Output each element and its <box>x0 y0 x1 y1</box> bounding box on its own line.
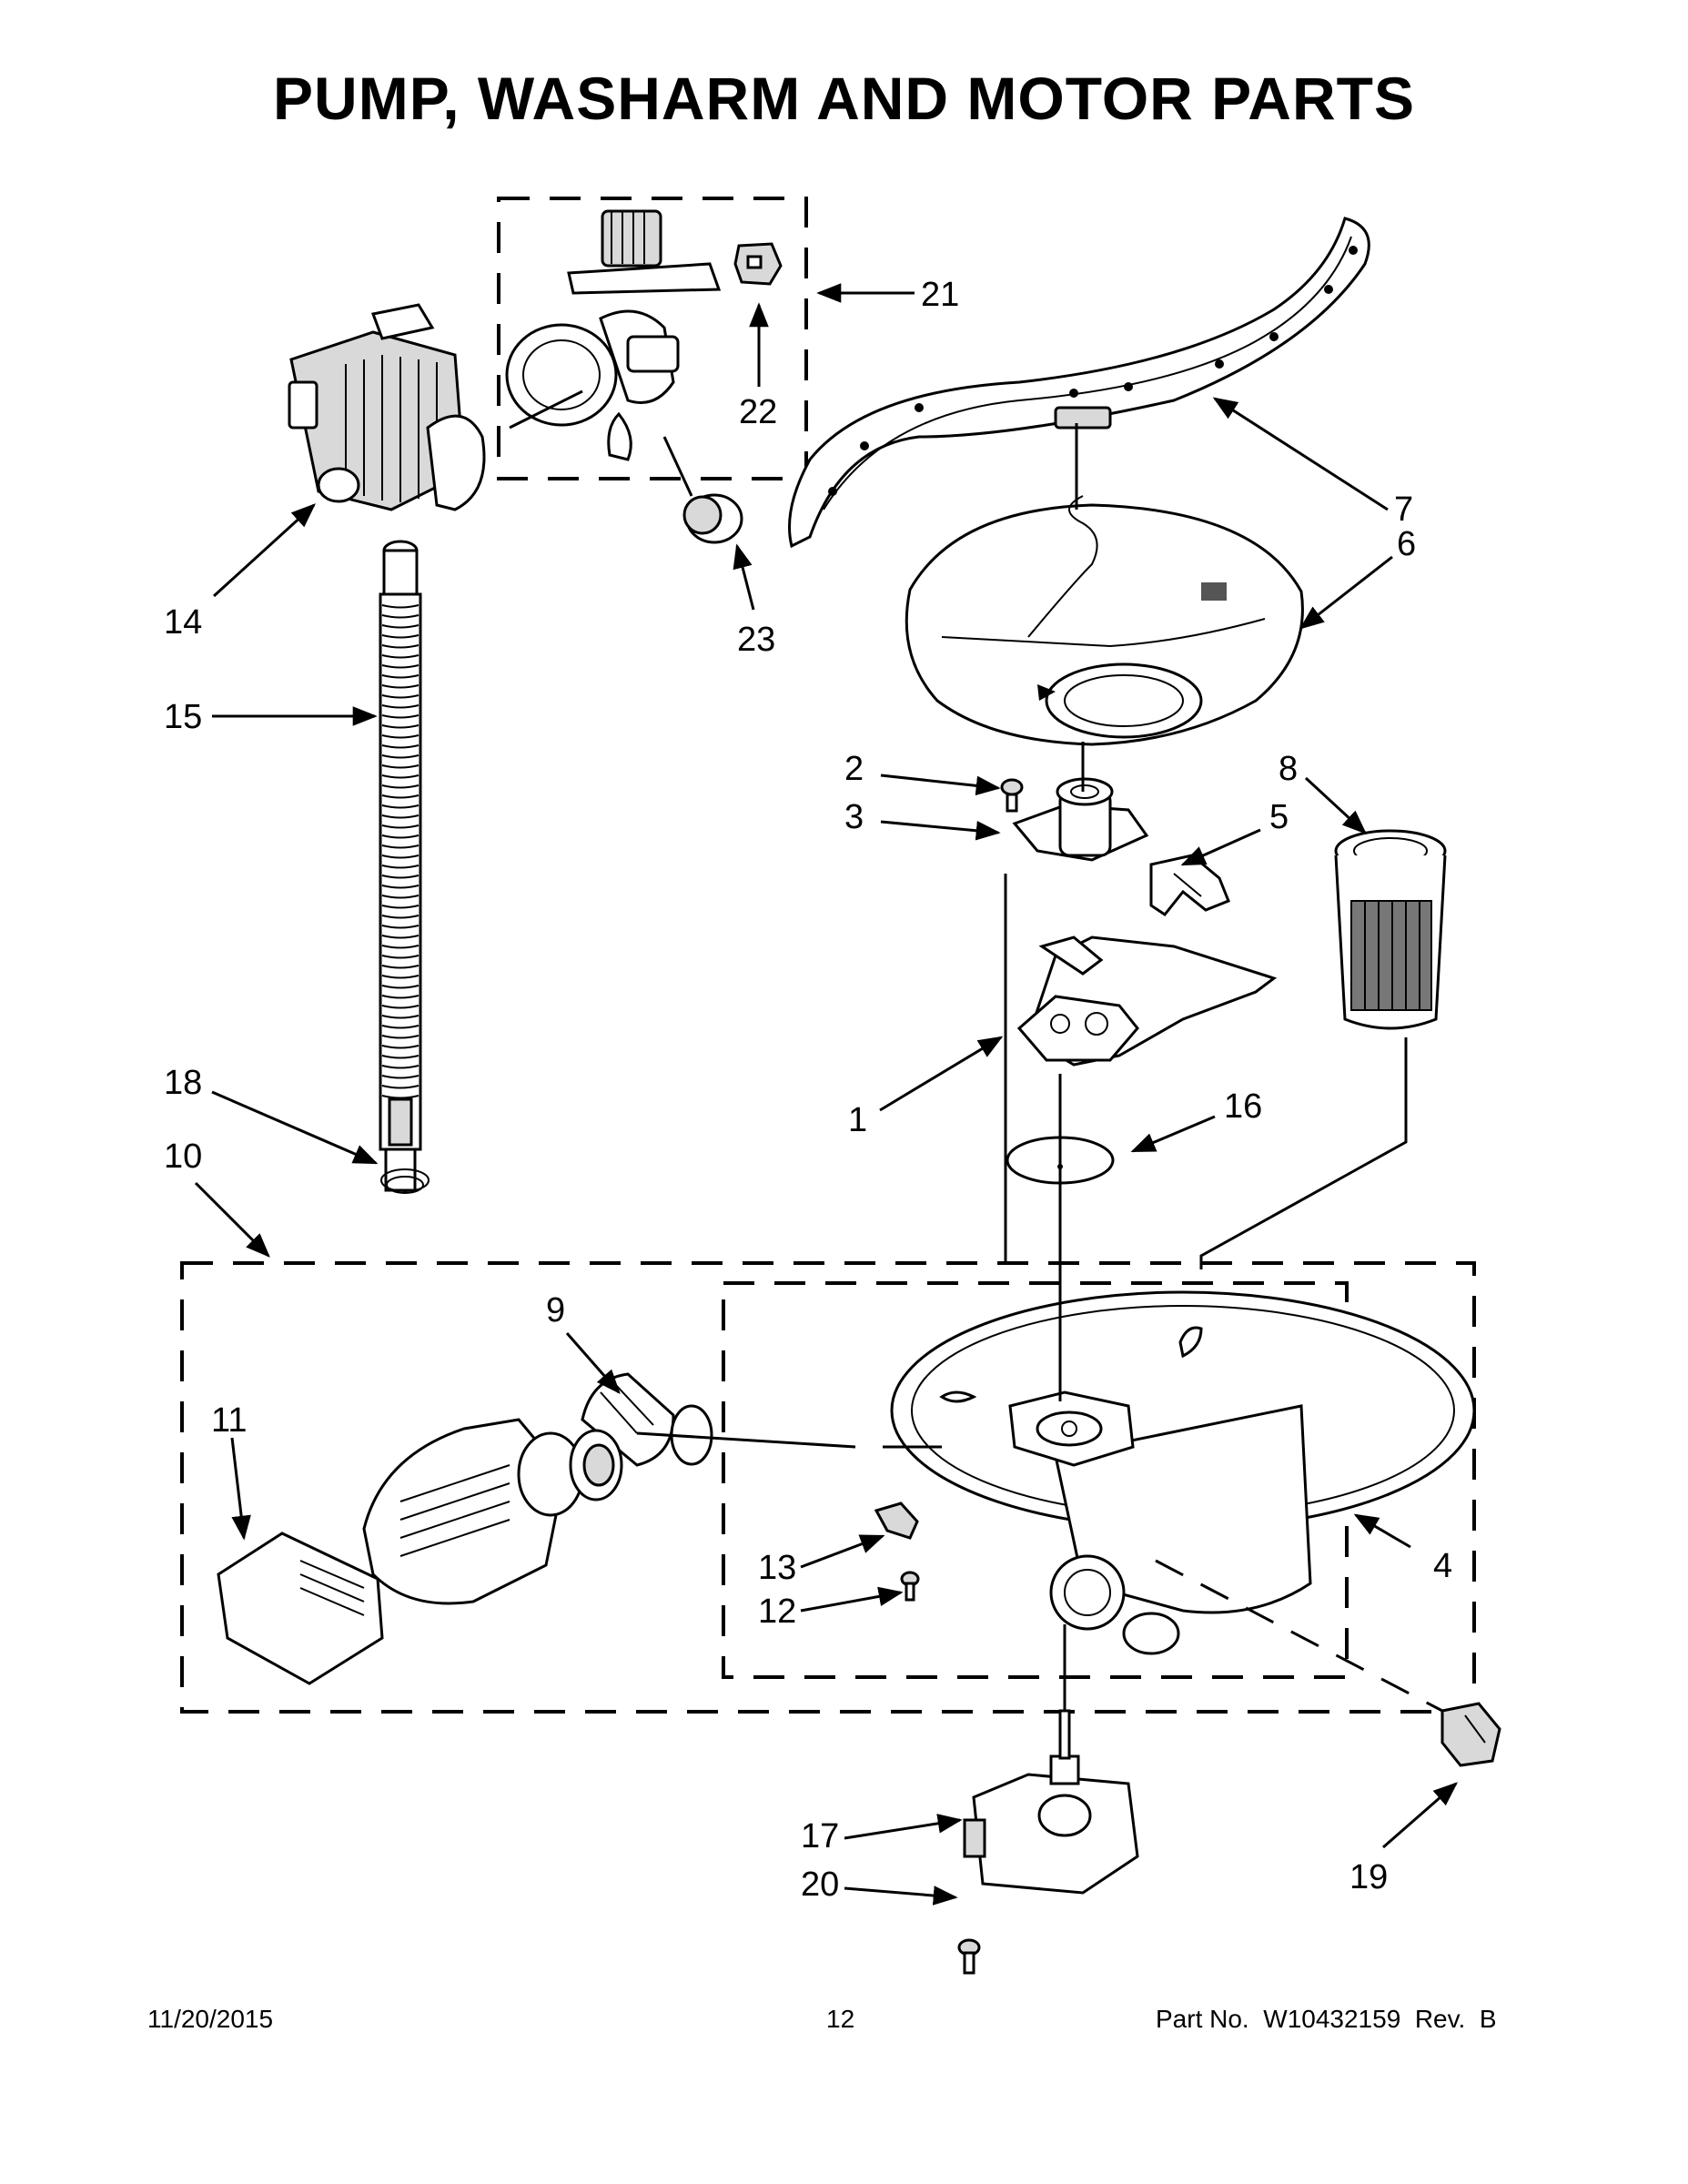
footer-part-number: Part No. W10432159 Rev. B <box>1156 2005 1497 2033</box>
part-screw-20 <box>957 1938 981 1975</box>
part-filter-8 <box>1334 829 1447 1030</box>
footer-page-number: 12 <box>826 2005 855 2033</box>
callout-1: 1 <box>848 1101 867 1139</box>
callout-13: 13 <box>758 1549 796 1587</box>
callout-22: 22 <box>739 393 777 431</box>
part-hub-3 <box>1012 777 1149 862</box>
callout-11: 11 <box>211 1401 247 1440</box>
callout-12: 12 <box>758 1592 796 1631</box>
callout-18: 18 <box>164 1064 202 1102</box>
part-drain-pump-housing <box>505 209 722 461</box>
callout-9: 9 <box>546 1291 565 1330</box>
callout-2: 2 <box>844 750 864 788</box>
callout-10: 10 <box>164 1138 202 1176</box>
part-drain-hose-15 <box>379 540 422 1192</box>
callout-15: 15 <box>164 698 202 736</box>
callout-14: 14 <box>164 603 202 642</box>
callout-labels: 21 22 23 14 15 7 6 2 3 8 5 1 16 18 10 9 … <box>164 276 1452 1904</box>
footer-date: 11/20/2015 <box>147 2005 274 2033</box>
part-manifold-1 <box>1016 935 1278 1067</box>
part-screw-2 <box>1000 778 1024 813</box>
part-sensor-19 <box>1440 1702 1501 1767</box>
callout-17: 17 <box>801 1817 839 1855</box>
part-wash-arm-7 <box>788 217 1370 549</box>
callout-4: 4 <box>1433 1547 1452 1585</box>
callout-5: 5 <box>1269 798 1289 836</box>
callout-16: 16 <box>1224 1087 1262 1126</box>
assembly-centerlines <box>509 389 1443 1713</box>
callout-3: 3 <box>844 798 864 836</box>
page-title: PUMP, WASHARM AND MOTOR PARTS <box>273 65 1415 132</box>
part-cap-23 <box>682 493 743 544</box>
part-cover-11 <box>217 1532 384 1685</box>
callout-7: 7 <box>1394 490 1413 529</box>
part-hose-9 <box>581 1372 713 1467</box>
callout-19: 19 <box>1349 1858 1388 1896</box>
part-spray-cover-6 <box>905 495 1304 746</box>
callout-6: 6 <box>1397 525 1416 563</box>
callout-23: 23 <box>737 621 775 659</box>
part-clip-5 <box>1149 854 1230 917</box>
callout-21: 21 <box>921 276 959 314</box>
part-bracket-13 <box>874 1502 919 1540</box>
part-sump-4 <box>890 1290 1476 1655</box>
part-wash-motor-10 <box>362 1418 623 1605</box>
part-diverter-17 <box>963 1709 1139 1895</box>
leader-arrows <box>194 283 1459 1906</box>
part-hose-clamp-18 <box>380 1168 430 1194</box>
part-screw-12 <box>900 1571 920 1602</box>
callout-8: 8 <box>1279 750 1298 788</box>
part-connector-22 <box>733 242 783 286</box>
part-drain-pump-motor-14 <box>288 303 486 511</box>
callout-20: 20 <box>801 1866 839 1904</box>
